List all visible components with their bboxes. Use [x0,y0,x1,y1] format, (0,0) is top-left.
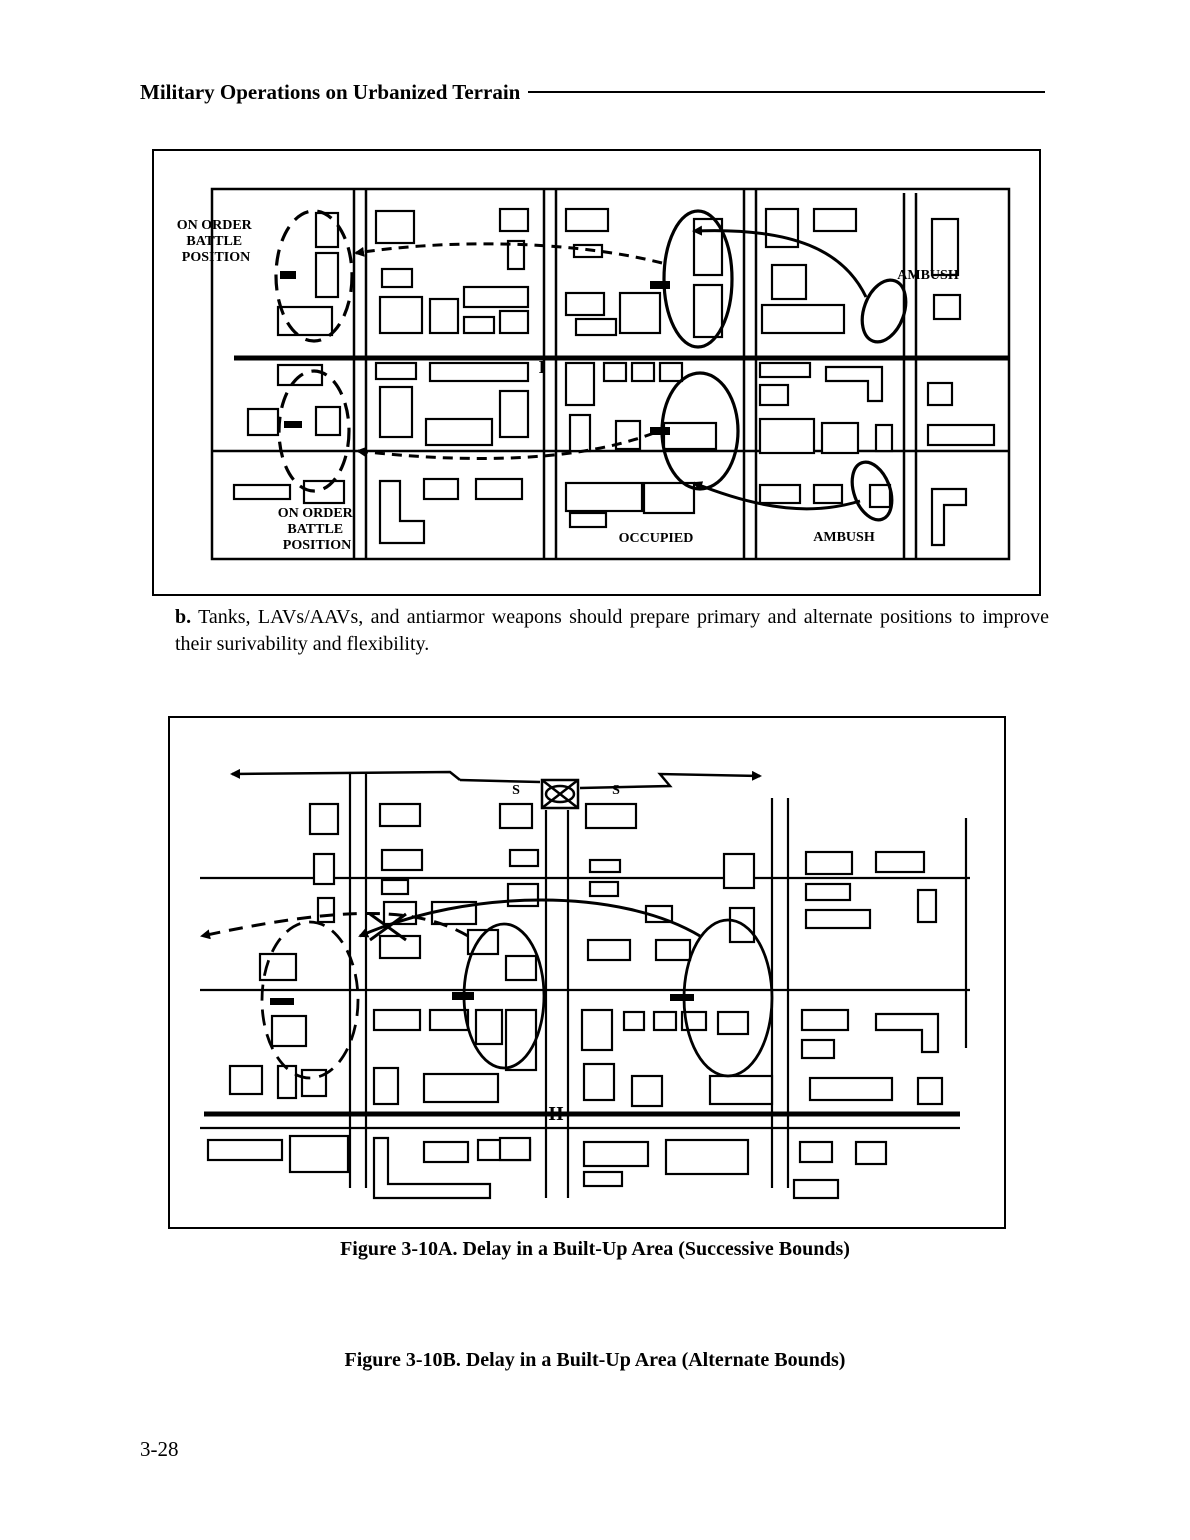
figure-3-10b: S S II [168,716,1006,1229]
boundary-marker-a: I [538,357,545,377]
on-order-label-top: ON ORDER BATTLE POSITION [177,218,256,265]
header-rule [528,91,1045,93]
paragraph-b: b. Tanks, LAVs/AAVs, and antiarmor weapo… [175,604,1049,658]
buildings [232,207,996,547]
buildings-b [206,802,944,1200]
on-order-label-bottom: ON ORDER BATTLE POSITION [278,506,357,553]
ambush-label-bottom: AMBUSH [813,530,875,545]
withdrawal-route-b-left [200,911,469,940]
ambush-position-bottom [850,460,894,522]
withdrawal-route-b-right [358,898,701,938]
alternate-position-right [682,918,774,1078]
occupied-position-top [662,209,734,349]
screen-label-left: S [512,783,520,798]
screen-label-right: S [612,783,620,798]
ambush-route-bottom [692,481,861,511]
running-header: Military Operations on Urbanized Terrain [140,78,1045,106]
boundary-marker-b: II [548,1103,564,1125]
unit-symbols-b [270,992,694,1005]
battle-position-bottom-left [277,369,351,493]
document-title: Military Operations on Urbanized Terrain [140,79,521,104]
battle-position-top-left [274,209,354,343]
figure-caption-b: Figure 3-10B. Delay in a Built-Up Area (… [344,1349,846,1371]
ambush-position-top [860,278,908,344]
screen-line-left [230,768,461,781]
withdrawal-route-top [354,242,663,265]
alternate-position-middle [462,922,546,1070]
figure-3-10a: ON ORDER BATTLE POSITION ON ORDER BATTLE… [152,149,1041,596]
recon-unit-symbol [540,778,580,810]
figure-caption-a: Figure 3-10A. Delay in a Built-Up Area (… [340,1238,850,1260]
ambush-route-top [692,225,868,298]
figure-3-10a-map: ON ORDER BATTLE POSITION ON ORDER BATTLE… [177,187,1011,561]
alternate-position-left [260,920,360,1080]
map-frame [210,187,1011,561]
withdrawal-route-bottom [356,431,655,460]
paragraph-lead: b. [175,606,192,628]
unit-symbols [280,271,670,435]
occupied-label: OCCUPIED [619,531,694,546]
screen-line-right [459,774,760,790]
page-number: 3-28 [140,1437,179,1461]
figure-3-10b-map: S S II [200,718,970,1200]
paragraph-text: Tanks, LAVs/AAVs, and antiarmor weapons … [175,606,1049,655]
ambush-label-top: AMBUSH [897,268,959,283]
route-cross-b [369,912,407,942]
